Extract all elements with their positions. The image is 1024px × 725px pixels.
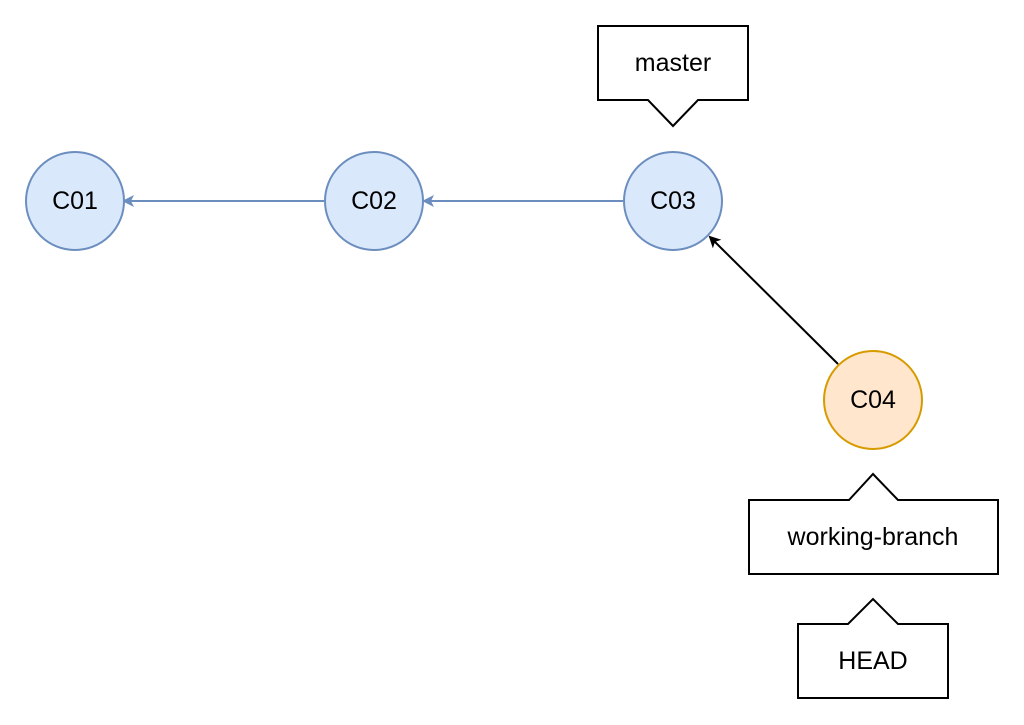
edge-c04-to-c03 — [708, 235, 839, 365]
commit-node-c02[interactable]: C02 — [324, 151, 424, 251]
callout-shape-master — [597, 25, 749, 128]
ref-label-working-branch: working-branch — [787, 523, 959, 551]
ref-callout-working-branch[interactable]: working-branch — [748, 472, 999, 575]
commit-label-c02: C02 — [351, 187, 397, 215]
commit-circle-c01 — [25, 151, 125, 251]
ref-label-master: master — [635, 49, 711, 77]
commit-circle-c04 — [823, 350, 923, 450]
commit-label-c01: C01 — [52, 187, 98, 215]
ref-label-head: HEAD — [838, 647, 907, 675]
commit-circle-c03 — [623, 151, 723, 251]
callout-shape-working-branch — [748, 472, 999, 575]
callout-shape-head — [797, 597, 949, 699]
commit-circle-c02 — [324, 151, 424, 251]
commit-label-c03: C03 — [650, 187, 696, 215]
commit-node-c03[interactable]: C03 — [623, 151, 723, 251]
commit-node-c01[interactable]: C01 — [25, 151, 125, 251]
commit-label-c04: C04 — [850, 386, 896, 414]
commit-node-c04[interactable]: C04 — [823, 350, 923, 450]
ref-callout-head[interactable]: HEAD — [797, 597, 949, 699]
ref-callout-master[interactable]: master — [597, 25, 749, 128]
